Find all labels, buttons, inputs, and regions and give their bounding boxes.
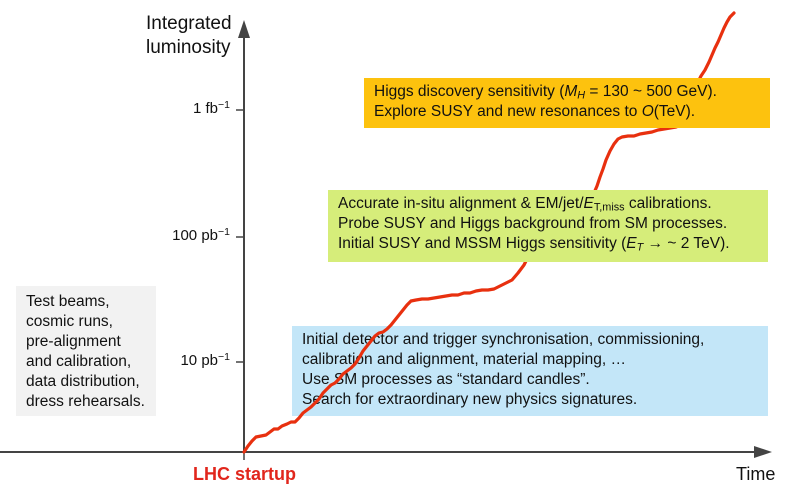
- prestart-activities-box: Test beams, cosmic runs, pre-alignment a…: [16, 286, 156, 416]
- prestart-line: cosmic runs,: [26, 313, 113, 330]
- prestart-line: pre-alignment: [26, 333, 121, 350]
- alignment-calibration-box: Accurate in-situ alignment & EM/jet/ET,m…: [328, 190, 768, 262]
- initial-line: calibration and alignment, material mapp…: [302, 351, 626, 368]
- y-axis-title-line1: Integrated: [146, 13, 232, 34]
- y-axis-title-line2: luminosity: [146, 37, 231, 58]
- prestart-line: dress rehearsals.: [26, 393, 145, 410]
- y-axis-arrowhead: [238, 20, 250, 38]
- alignment-line-3: Initial SUSY and MSSM Higgs sensitivity …: [338, 235, 730, 254]
- y-axis-title: Integrated luminosity: [146, 12, 232, 60]
- initial-line: Use SM processes as “standard candles”.: [302, 371, 590, 388]
- prestart-line: data distribution,: [26, 373, 140, 390]
- higgs-line-2: Explore SUSY and new resonances to O(TeV…: [374, 103, 696, 120]
- alignment-line-2: Probe SUSY and Higgs background from SM …: [338, 215, 728, 232]
- alignment-line-1: Accurate in-situ alignment & EM/jet/ET,m…: [338, 195, 712, 214]
- luminosity-curve-path: [242, 11, 736, 454]
- higgs-discovery-box: Higgs discovery sensitivity (MH = 130 ~ …: [364, 78, 770, 128]
- x-axis-arrowhead: [754, 446, 772, 458]
- higgs-line-1: Higgs discovery sensitivity (MH = 130 ~ …: [374, 83, 717, 102]
- y-tick-label-1fb: 1 fb−1: [192, 98, 230, 118]
- initial-line: Search for extraordinary new physics sig…: [302, 391, 638, 408]
- prestart-line: Test beams,: [26, 293, 110, 310]
- prestart-line: and calibration,: [26, 353, 132, 370]
- initial-line: Initial detector and trigger synchronisa…: [302, 331, 705, 348]
- y-tick-label-100pb: 100 pb−1: [172, 225, 230, 245]
- lhc-startup-label: LHC startup: [193, 464, 296, 484]
- x-axis-title: Time: [736, 464, 776, 484]
- y-tick-label-10pb: 10 pb−1: [180, 350, 230, 370]
